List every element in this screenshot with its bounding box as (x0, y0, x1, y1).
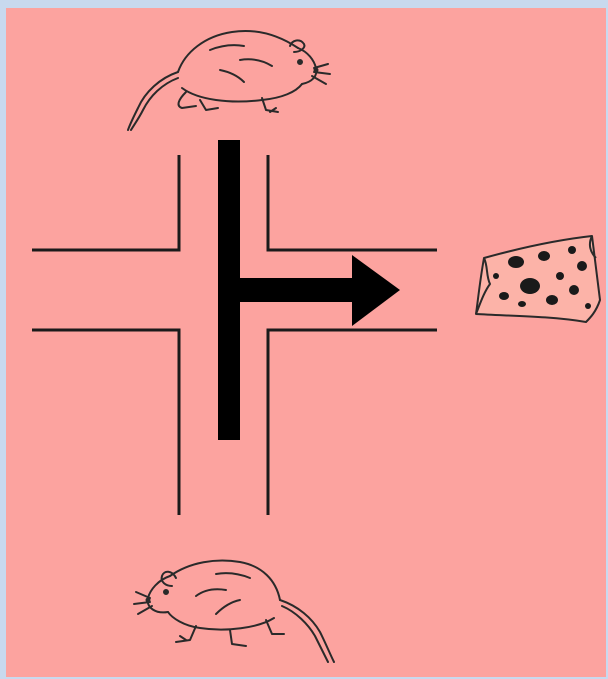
maze-wall-bottom-left (32, 330, 179, 515)
maze-wall-bottom-right (268, 330, 437, 515)
maze-wall-top-right (268, 155, 437, 250)
cheese-icon (476, 236, 600, 322)
rat-top (128, 31, 330, 130)
arrow-head (352, 255, 400, 326)
rat-icon (128, 31, 330, 130)
rat-bottom (134, 561, 334, 662)
cheese (476, 236, 600, 322)
arrow-stem-horizontal (218, 278, 358, 302)
maze-wall-top-left (32, 155, 179, 250)
rat-icon (134, 561, 334, 662)
path-arrow (218, 140, 400, 440)
